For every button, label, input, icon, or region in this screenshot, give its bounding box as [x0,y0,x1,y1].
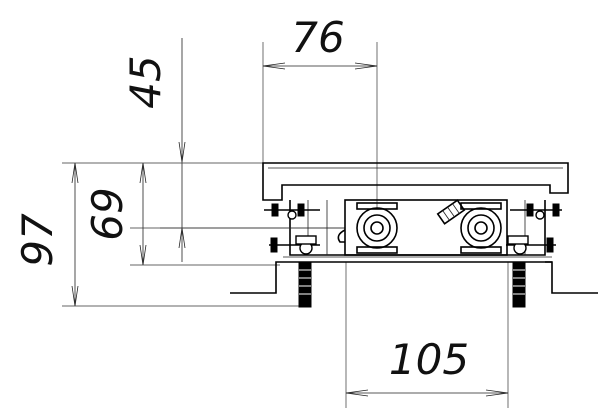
dimension-label-76: 76 [291,13,344,62]
dimension-label-45: 45 [121,55,170,108]
dimension-97: 97 [13,162,79,307]
vent-valve [436,199,466,225]
arrow-45-bottom [178,227,186,249]
dimension-105: 105 [345,262,509,408]
convector-body [160,162,598,294]
dimension-label-97: 97 [13,213,62,267]
connector-pipe [337,229,346,243]
dimension-label-69: 69 [83,187,132,240]
valve-housing [344,199,508,256]
arrow-69-top [139,162,147,184]
dimension-label-105: 105 [389,335,469,384]
arrow-69-bottom [139,244,147,266]
right-fitting-inner [474,221,488,235]
arrow-105-left [345,389,369,397]
arrow-76-left [262,62,286,70]
top-grille [262,162,569,201]
arrow-76-right [354,62,378,70]
arrow-97-top [71,162,79,184]
right-fitting-mid [467,214,495,242]
left-flange [230,261,283,294]
arrow-45-top [178,141,186,163]
right-flange [545,261,598,294]
arrow-97-bottom [71,285,79,307]
dimension-45: 45 [121,38,186,262]
left-fitting-mid [363,214,391,242]
valve-block [337,199,508,256]
left-fitting-outer [356,207,398,249]
dimension-76: 76 [262,13,378,208]
left-fitting-nut-top [356,202,398,210]
right-mounting-bracket [506,203,562,308]
dimension-69: 69 [83,162,147,266]
left-fitting-nut-bottom [356,246,398,254]
left-fitting-inner [370,221,384,235]
left-mounting-bracket [264,203,320,308]
right-fitting-nut-bottom [460,246,502,254]
arrow-105-right [485,389,509,397]
right-fitting-outer [460,207,502,249]
